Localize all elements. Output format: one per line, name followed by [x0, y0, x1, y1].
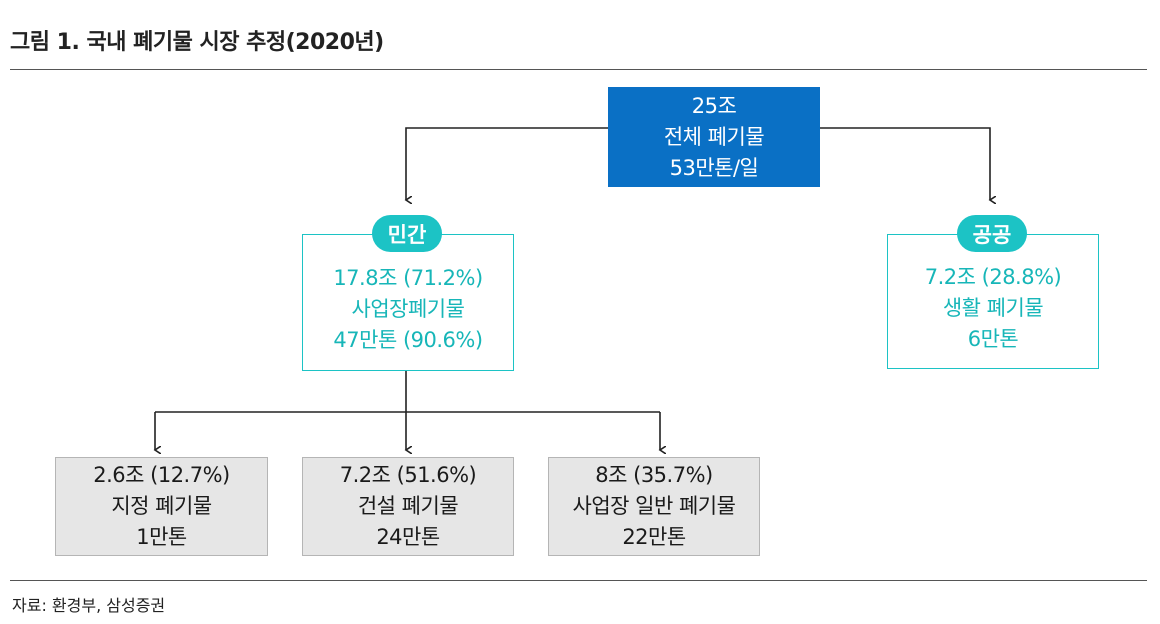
leaf-node-designated-waste: 2.6조 (12.7%) 지정 폐기물 1만톤 — [55, 457, 268, 556]
leaf-1-line-3: 1만톤 — [136, 525, 187, 549]
leaf-3-line-1: 8조 (35.7%) — [595, 463, 713, 487]
leaf-2-line-2: 건설 폐기물 — [357, 494, 459, 518]
leaf-node-construction-waste: 7.2조 (51.6%) 건설 폐기물 24만톤 — [302, 457, 514, 556]
leaf-node-general-business-waste: 8조 (35.7%) 사업장 일반 폐기물 22만톤 — [548, 457, 760, 556]
leaf-2-line-3: 24만톤 — [376, 525, 440, 549]
private-line-3: 47만톤 (90.6%) — [333, 328, 483, 352]
connector-root-private — [406, 127, 608, 200]
source-note: 자료: 환경부, 삼성증권 — [12, 596, 166, 615]
connector-root-public — [820, 127, 990, 200]
public-label-badge: 공공 — [957, 215, 1027, 252]
private-node: 17.8조 (71.2%) 사업장폐기물 47만톤 (90.6%) — [302, 234, 514, 371]
title-rule — [10, 69, 1147, 70]
public-line-3: 6만톤 — [967, 327, 1019, 351]
leaf-1-line-2: 지정 폐기물 — [111, 494, 212, 518]
public-line-2: 생활 폐기물 — [942, 296, 1044, 320]
leaf-1-line-1: 2.6조 (12.7%) — [93, 463, 230, 487]
source-rule — [10, 580, 1147, 581]
public-line-1: 7.2조 (28.8%) — [924, 265, 1062, 289]
figure-title: 그림 1. 국내 폐기물 시장 추정(2020년) — [10, 30, 384, 55]
root-line-3: 53만톤/일 — [669, 155, 759, 180]
private-line-2: 사업장폐기물 — [351, 297, 465, 321]
public-node: 7.2조 (28.8%) 생활 폐기물 6만톤 — [887, 234, 1099, 369]
private-label-badge: 민간 — [372, 215, 442, 252]
root-node-total-waste: 25조 전체 폐기물 53만톤/일 — [608, 87, 820, 187]
leaf-3-line-2: 사업장 일반 폐기물 — [572, 494, 736, 518]
root-line-2: 전체 폐기물 — [663, 124, 765, 149]
leaf-3-line-3: 22만톤 — [622, 525, 686, 549]
private-line-1: 17.8조 (71.2%) — [333, 266, 483, 290]
root-line-1: 25조 — [691, 93, 737, 118]
leaf-2-line-1: 7.2조 (51.6%) — [339, 463, 477, 487]
